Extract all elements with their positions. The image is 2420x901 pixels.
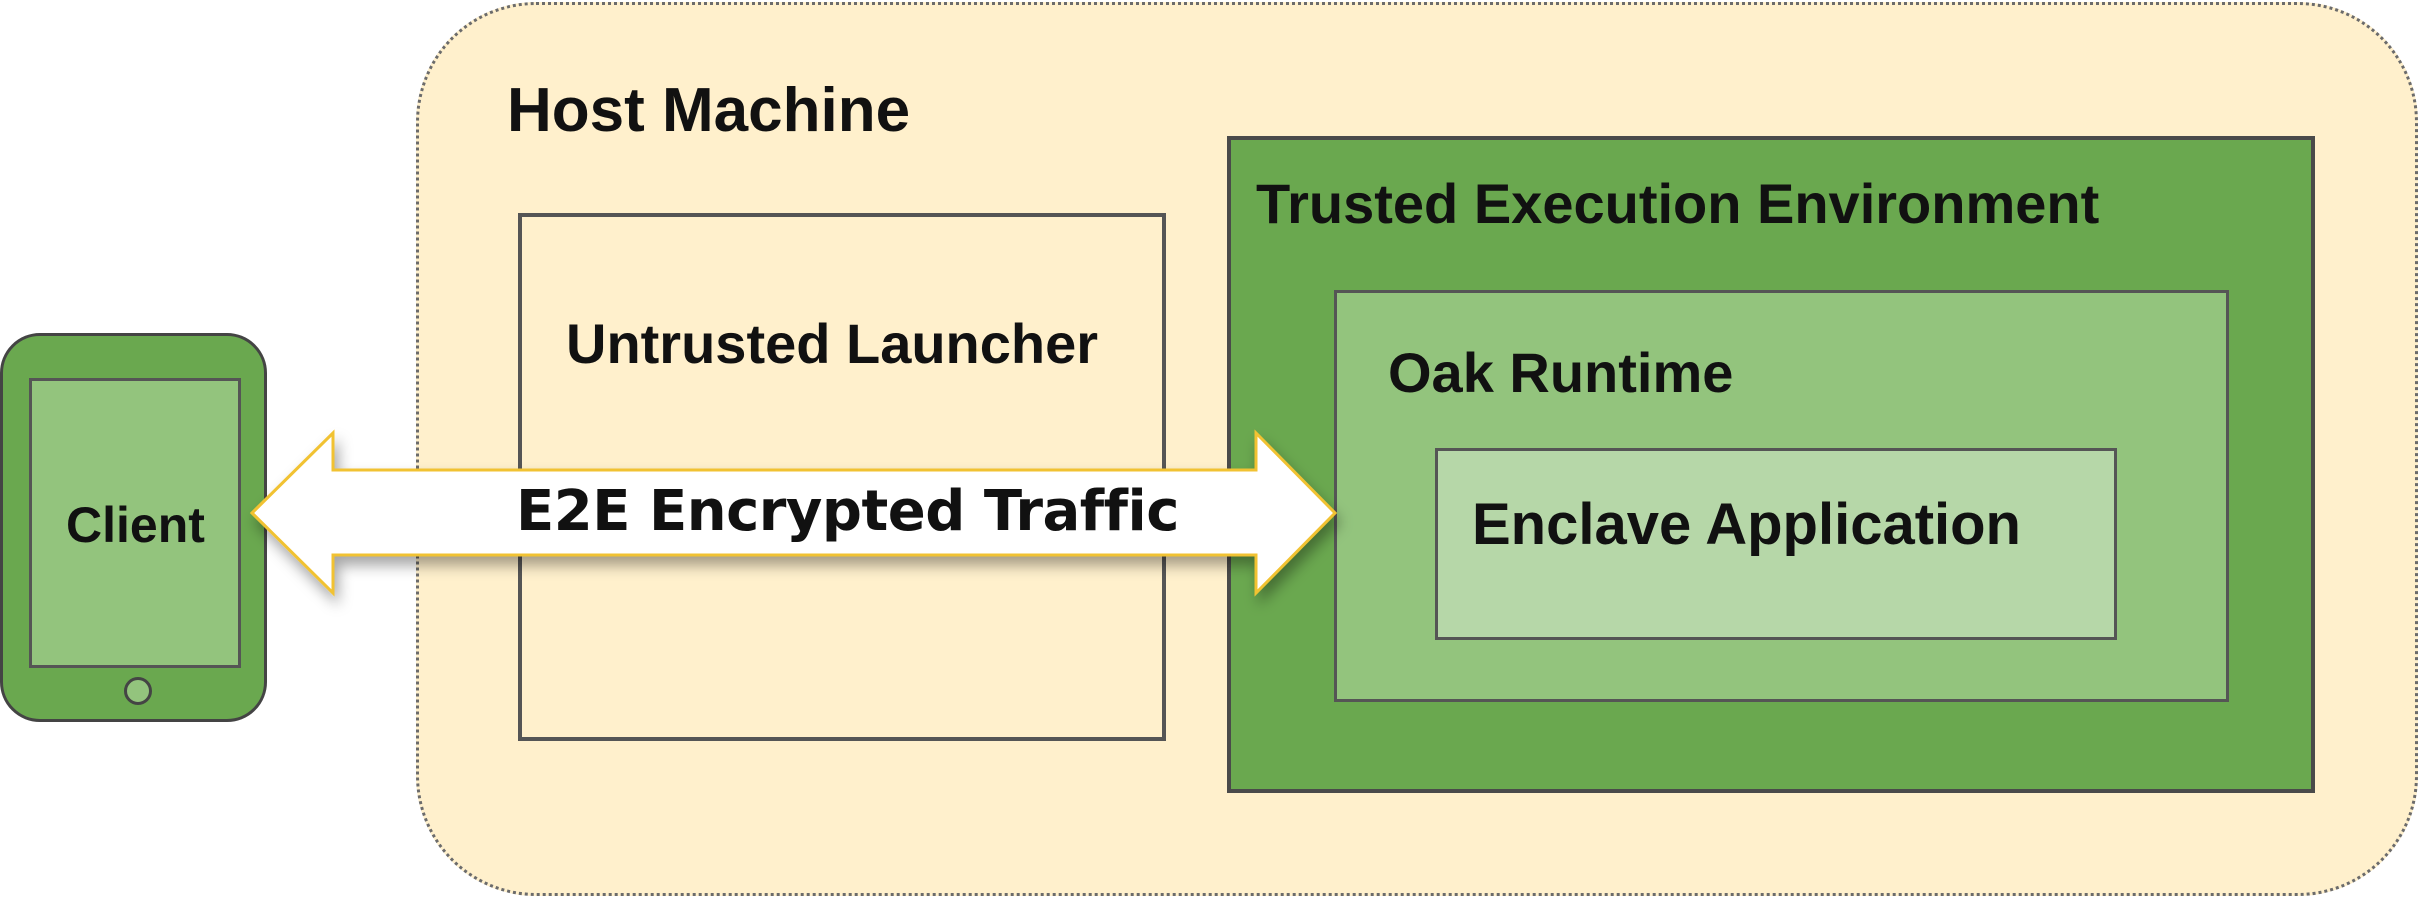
untrusted-launcher-title: Untrusted Launcher xyxy=(566,312,1099,375)
encrypted-traffic-arrow xyxy=(249,429,1338,597)
encrypted-traffic-label: E2E Encrypted Traffic xyxy=(516,479,1179,544)
phone-home-button-icon xyxy=(124,677,152,705)
trusted-execution-environment-title: Trusted Execution Environment xyxy=(1256,172,2100,235)
client-title: Client xyxy=(66,497,205,553)
oak-runtime-title: Oak Runtime xyxy=(1388,341,1734,404)
phone-screen xyxy=(29,378,241,668)
enclave-application-box xyxy=(1435,448,2117,640)
enclave-application-title: Enclave Application xyxy=(1472,492,2021,557)
host-machine-title: Host Machine xyxy=(507,76,911,145)
